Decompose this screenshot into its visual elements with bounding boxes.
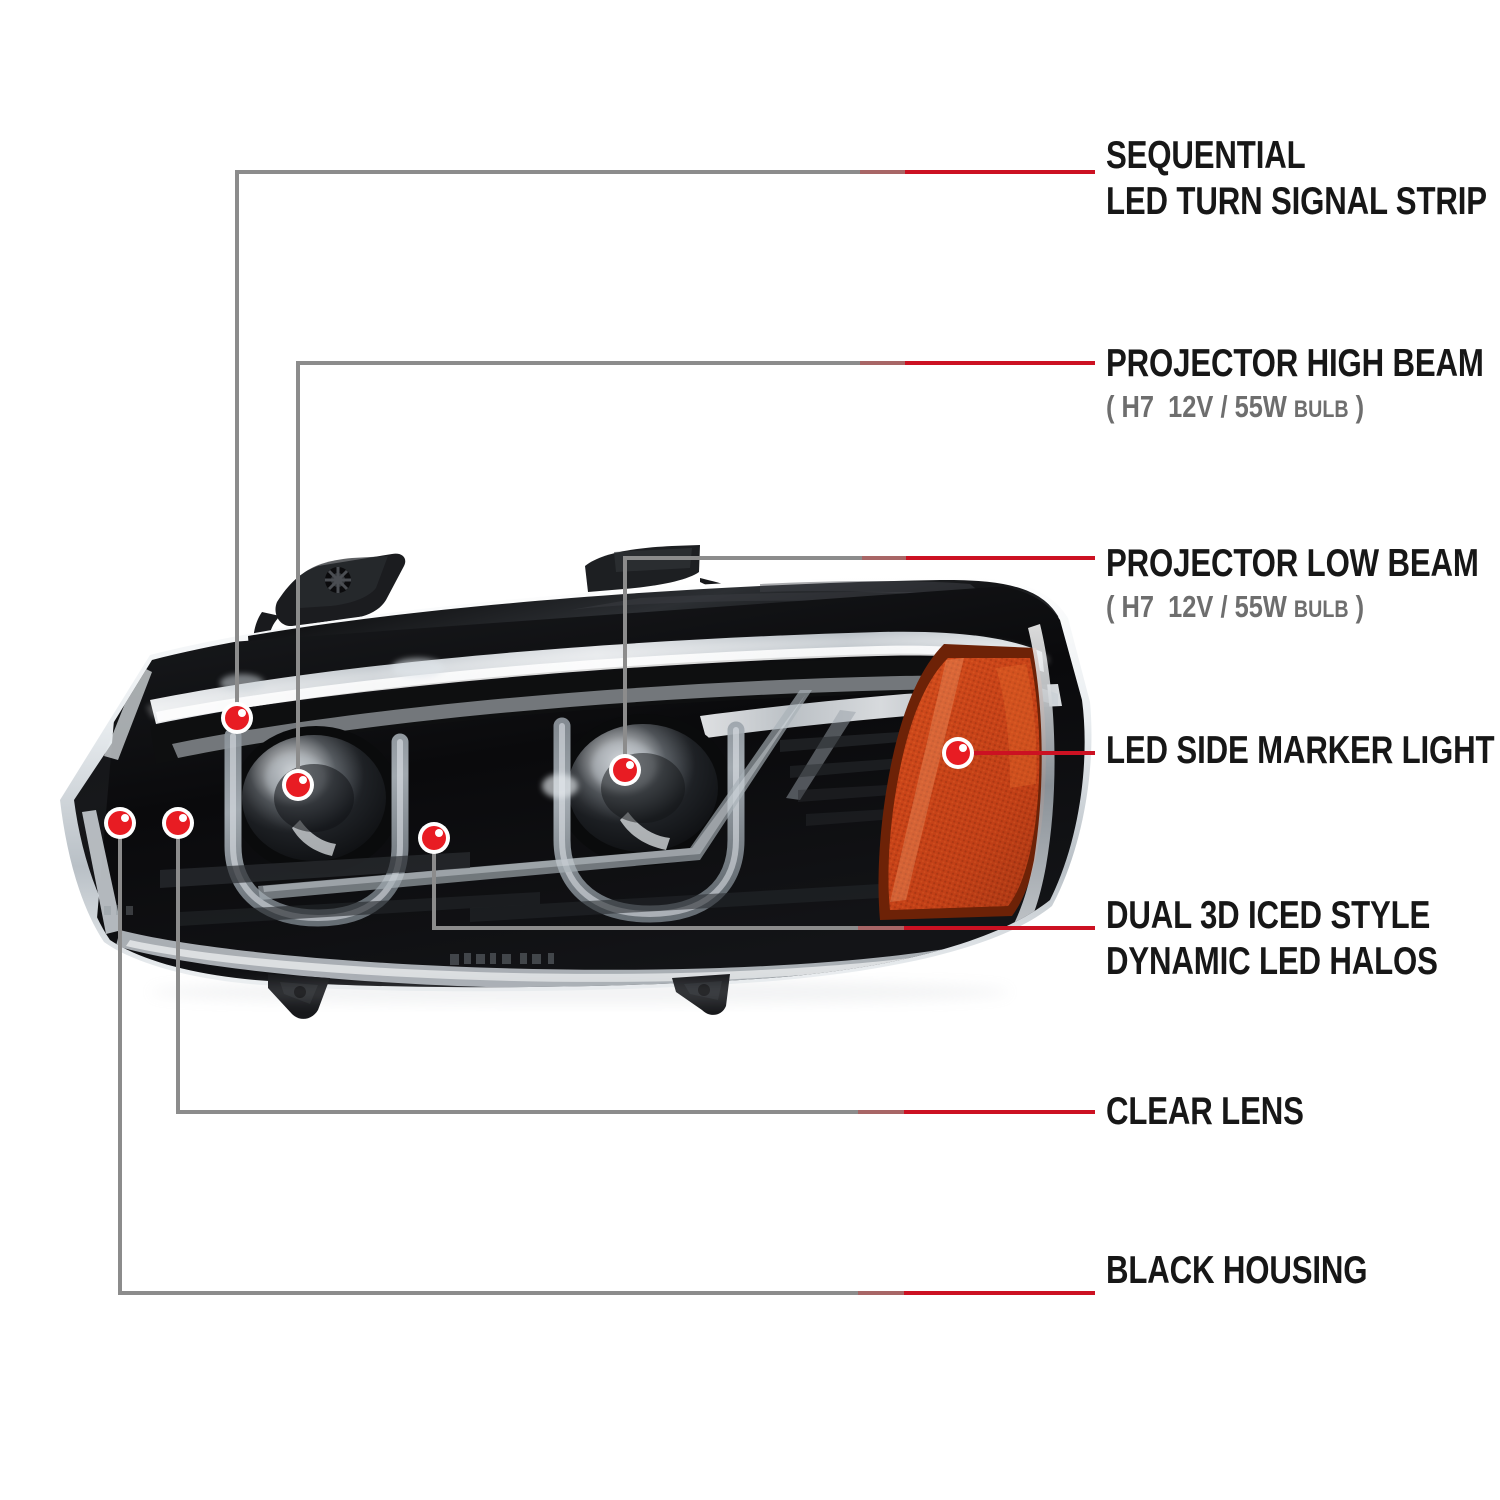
callout-dots <box>104 702 974 854</box>
callout-subtitle-tail: ) <box>1348 589 1365 624</box>
callout-title-line1: BLACK HOUSING <box>1106 1249 1368 1292</box>
callout-subtitle-bulb: BULB <box>1293 396 1349 423</box>
housing-interior-details <box>160 658 908 926</box>
callout-dot-dual-3d-iced-style-dynamic-led-halos[interactable] <box>418 822 450 854</box>
leader-sequential-led-turn-signal-strip <box>235 170 1095 718</box>
leader-black-housing <box>118 823 1095 1295</box>
callout-title-line1: CLEAR LENS <box>1106 1090 1304 1133</box>
callout-title-line1: LED SIDE MARKER LIGHT <box>1106 729 1495 772</box>
callout-label-clear-lens: CLEAR LENS <box>1106 1089 1353 1135</box>
callout-subtitle-main: ( H7 12V / 55W <box>1106 589 1294 624</box>
callout-title-line1: PROJECTOR HIGH BEAM <box>1106 342 1484 385</box>
callout-dot-projector-high-beam[interactable] <box>282 769 314 801</box>
leader-projector-low-beam <box>623 556 1095 770</box>
callout-title-line1: DUAL 3D ICED STYLE <box>1106 894 1431 937</box>
callout-title-line1: SEQUENTIAL <box>1106 134 1306 177</box>
callout-label-dual-3d-iced-style-dynamic-led-halos: DUAL 3D ICED STYLE DYNAMIC LED HALOS <box>1106 893 1500 985</box>
clear-lens-lower-lip <box>82 666 1022 988</box>
light-guide-bar <box>258 690 856 900</box>
callout-label-black-housing: BLACK HOUSING <box>1106 1248 1433 1294</box>
callout-title-line2: LED TURN SIGNAL STRIP <box>1106 180 1487 223</box>
callout-label-projector-high-beam: PROJECTOR HIGH BEAM ( H7 12V / 55W BULB … <box>1106 341 1500 428</box>
callout-subtitle-bulb: BULB <box>1293 596 1349 623</box>
callout-dot-black-housing[interactable] <box>104 807 136 839</box>
callout-dot-sequential-led-turn-signal-strip[interactable] <box>221 702 253 734</box>
callout-title-line2: DYNAMIC LED HALOS <box>1106 940 1438 983</box>
callout-dot-projector-low-beam[interactable] <box>609 754 641 786</box>
callout-subtitle: ( H7 12V / 55W BULB ) <box>1106 389 1493 428</box>
callout-subtitle-tail: ) <box>1348 389 1365 424</box>
callout-label-projector-low-beam: PROJECTOR LOW BEAM ( H7 12V / 55W BULB ) <box>1106 541 1500 628</box>
leader-dual-3d-iced-style-dynamic-led-halos <box>432 838 1095 930</box>
leader-projector-high-beam <box>296 361 1095 785</box>
leader-clear-lens <box>176 823 1095 1114</box>
callout-dot-led-side-marker-light[interactable] <box>942 737 974 769</box>
callout-label-led-side-marker-light: LED SIDE MARKER LIGHT <box>1106 728 1500 774</box>
callout-subtitle: ( H7 12V / 55W BULB ) <box>1106 589 1488 628</box>
callout-label-sequential-led-turn-signal-strip: SEQUENTIAL LED TURN SIGNAL STRIP <box>1106 133 1500 225</box>
lens-stamped-text <box>450 953 554 965</box>
projector-high-beam-part <box>232 726 400 874</box>
callout-dot-clear-lens[interactable] <box>162 807 194 839</box>
callout-subtitle-main: ( H7 12V / 55W <box>1106 389 1294 424</box>
callout-title-line1: PROJECTOR LOW BEAM <box>1106 542 1479 585</box>
led-side-marker-light-part <box>878 644 1046 920</box>
